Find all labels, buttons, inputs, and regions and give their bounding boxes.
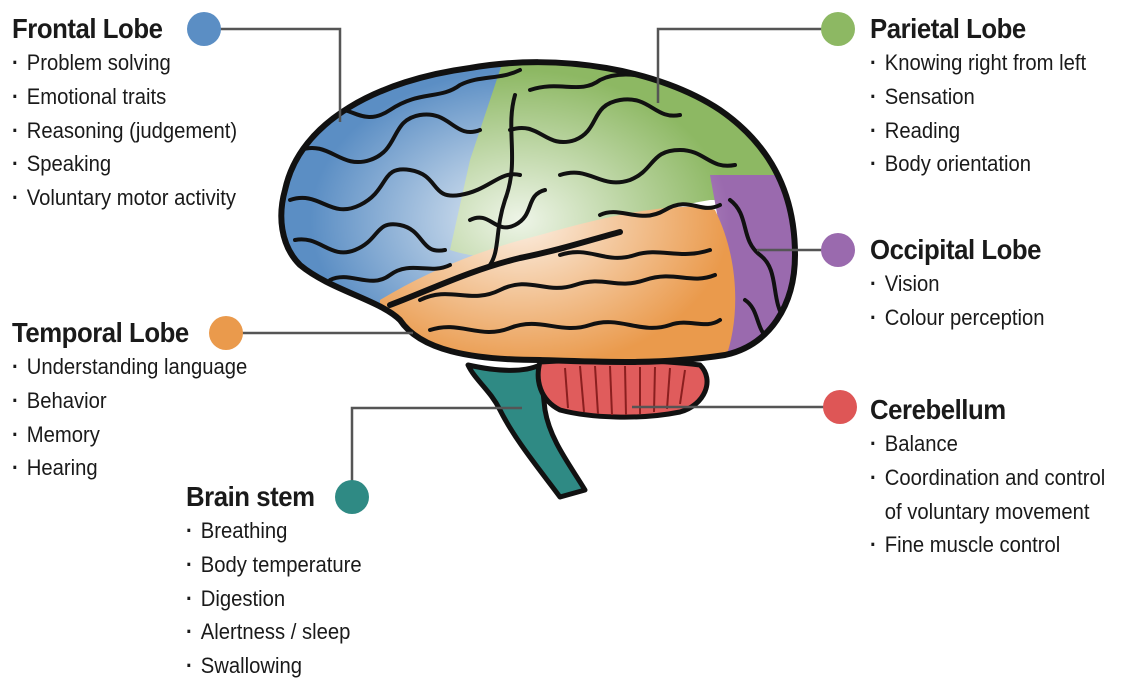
occipital-lobe-title: Occipital Lobe [870,233,1044,267]
brainstem-leader-line [352,408,522,481]
list-item: Breathing [186,514,362,548]
cerebellum-title: Cerebellum [870,393,1105,427]
parietal-lobe-list: Knowing right from left Sensation Readin… [870,46,1105,181]
cerebellum-block: Cerebellum Balance Coordination and cont… [870,393,1126,562]
list-item: Understanding language [12,350,247,384]
list-item: Voluntary motor activity [12,181,237,215]
frontal-lobe-title: Frontal Lobe [12,12,237,46]
frontal-lobe-block: Frontal Lobe Problem solving Emotional t… [12,12,257,215]
list-item: Coordination and control [870,461,1105,495]
list-item: Fine muscle control [870,528,1105,562]
brainstem-title: Brain stem [186,480,362,514]
occipital-lobe-list: Vision Colour perception [870,267,1060,335]
occipital-marker [821,233,855,267]
temporal-lobe-block: Temporal Lobe Understanding language Beh… [12,316,268,485]
list-item: Knowing right from left [870,46,1086,80]
brainstem-block: Brain stem Breathing Body temperature Di… [186,480,377,683]
list-item: Digestion [186,582,362,616]
temporal-lobe-title: Temporal Lobe [12,316,247,350]
list-item: Problem solving [12,46,237,80]
parietal-lobe-block: Parietal Lobe Knowing right from left Se… [870,12,1105,181]
list-item: Body temperature [186,548,362,582]
parietal-marker [821,12,855,46]
list-item: Balance [870,427,1105,461]
frontal-lobe-list: Problem solving Emotional traits Reasoni… [12,46,257,215]
list-item: of voluntary movement [870,495,1105,529]
list-item: Behavior [12,384,247,418]
cerebellum-marker [823,390,857,424]
list-item: Sensation [870,80,1086,114]
list-item: Emotional traits [12,80,237,114]
list-item: Colour perception [870,301,1044,335]
list-item: Memory [12,418,247,452]
list-item: Swallowing [186,649,362,683]
list-item: Body orientation [870,147,1086,181]
cerebellum-list: Balance Coordination and control of volu… [870,427,1126,562]
occipital-lobe-block: Occipital Lobe Vision Colour perception [870,233,1060,335]
list-item: Reading [870,114,1086,148]
temporal-lobe-list: Understanding language Behavior Memory H… [12,350,268,485]
parietal-lobe-title: Parietal Lobe [870,12,1086,46]
list-item: Reasoning (judgement) [12,114,237,148]
brainstem-list: Breathing Body temperature Digestion Ale… [186,514,377,683]
list-item: Speaking [12,147,237,181]
list-item: Alertness / sleep [186,615,362,649]
list-item: Vision [870,267,1044,301]
